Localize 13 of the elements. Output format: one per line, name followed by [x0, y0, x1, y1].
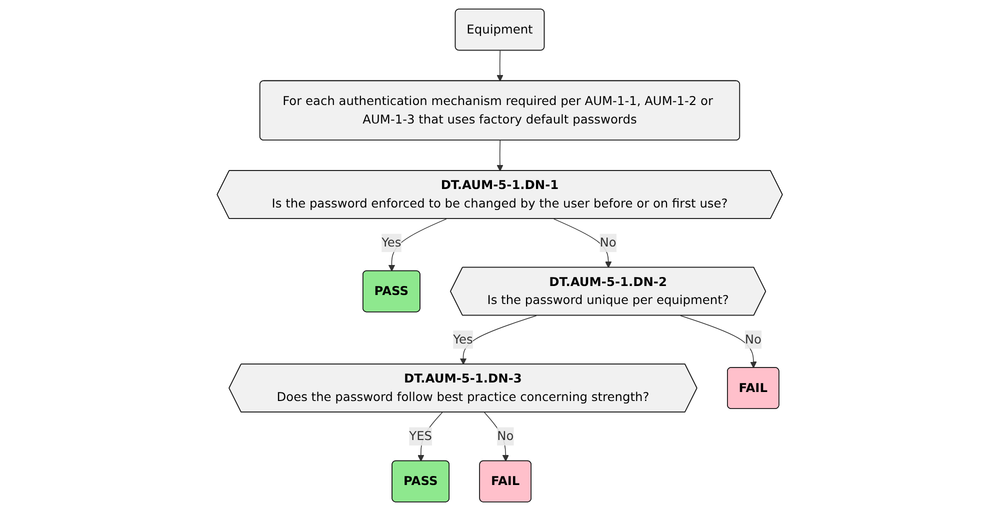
edge-label: No — [745, 332, 762, 347]
edge-label: YES — [409, 428, 432, 444]
arrow — [554, 218, 612, 268]
edge-label: No — [600, 235, 617, 250]
edge-label: Yes — [382, 235, 402, 250]
arrow — [418, 412, 443, 462]
edge-label: No — [497, 428, 514, 444]
arrow — [388, 218, 448, 272]
arrow — [680, 315, 758, 368]
arrow — [496, 140, 504, 172]
arrow — [460, 315, 538, 365]
edge-label: Yes — [453, 332, 474, 347]
arrow — [496, 50, 504, 82]
